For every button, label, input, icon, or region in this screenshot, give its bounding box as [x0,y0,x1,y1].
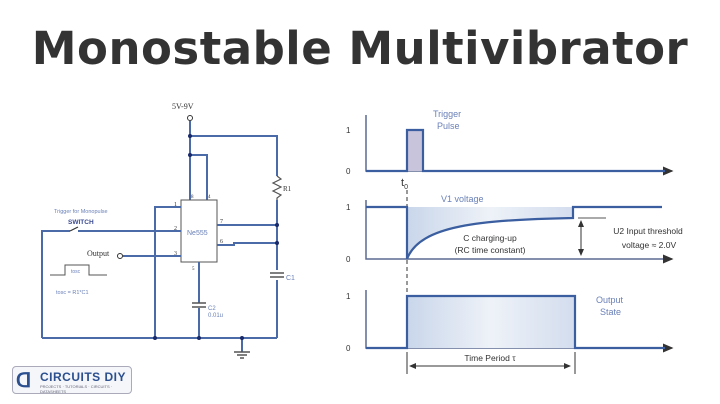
trigger-0: 0 [346,167,351,176]
threshold-label: U2 Input threshold [613,226,683,236]
pulse-icon [50,264,107,276]
v1-0: 0 [346,255,351,264]
output-label: Output [87,249,110,258]
chip-label: Ne555 [187,230,208,237]
pin-4: 4 [208,195,211,200]
logo-name: CIRCUITS DIY [40,370,127,384]
circuits-diy-logo: ᗡ CIRCUITS DIY PROJECTS · TUTORIALS · CI… [12,366,132,394]
pin-5: 5 [192,267,195,272]
v1-1: 1 [346,203,351,212]
pin-3: 3 [174,251,177,257]
output-terminal [117,253,123,259]
pin-8: 8 [191,195,194,200]
supply-label: 5V-9V [172,102,194,111]
out-0: 0 [346,344,351,353]
formula: tosc = R1*C1 [56,290,89,296]
logo-mark-icon: ᗡ [16,370,32,392]
switch-icon [69,226,79,232]
output-fill [407,296,575,348]
out-1: 1 [346,292,351,301]
c1-label: C1 [286,275,295,282]
v1-label: V1 voltage [441,194,484,204]
threshold-voltage: voltage ≈ 2.0V [622,240,677,250]
period-label: Time Period τ [464,353,516,363]
rc-label: (RC time constant) [455,245,526,255]
circuit-schematic: 5V-9V R1 C1 Ne555 8 4 1 2 3 7 6 5 Output… [41,102,295,359]
trigger-pulse [366,128,665,173]
t0-label: t0 [401,177,408,191]
output-state-label-2: State [600,307,621,317]
trigger-label: Trigger for Monopulse [54,209,108,215]
trigger-title: Trigger [433,109,461,119]
r1-label: R1 [283,185,292,193]
ground-icon [234,351,250,359]
supply-terminal [187,115,193,121]
pin-6: 6 [220,239,223,245]
output-waveform [366,294,665,350]
c2-value: 0.01u [208,313,223,319]
v1-fill [407,207,573,259]
page-title: Monostable Multivibrator [31,22,689,75]
c2-label: C2 [208,306,216,312]
pin-1: 1 [174,202,177,208]
v1-axis [365,200,674,264]
output-state-label: Output [596,295,624,305]
capacitor-c2 [192,302,206,308]
switch-label: SWITCH [68,219,94,226]
timing-diagram: 1 0 Trigger Pulse t0 1 0 V1 voltage C ch… [346,109,683,374]
v1-waveform [366,205,662,260]
pin-2: 2 [174,226,177,232]
ne555-chip [180,199,218,263]
capacitor-c1 [270,272,284,278]
pin-7: 7 [220,219,223,225]
logo-tagline: PROJECTS · TUTORIALS · CIRCUITS · DATASH… [40,384,113,394]
trigger-pulse-fill [407,130,423,171]
resistor-r1 [271,175,283,200]
trigger-title-2: Pulse [437,121,460,131]
trigger-1: 1 [346,126,351,135]
charging-label: C charging-up [463,233,517,243]
pulse-label: tosc [71,269,81,275]
